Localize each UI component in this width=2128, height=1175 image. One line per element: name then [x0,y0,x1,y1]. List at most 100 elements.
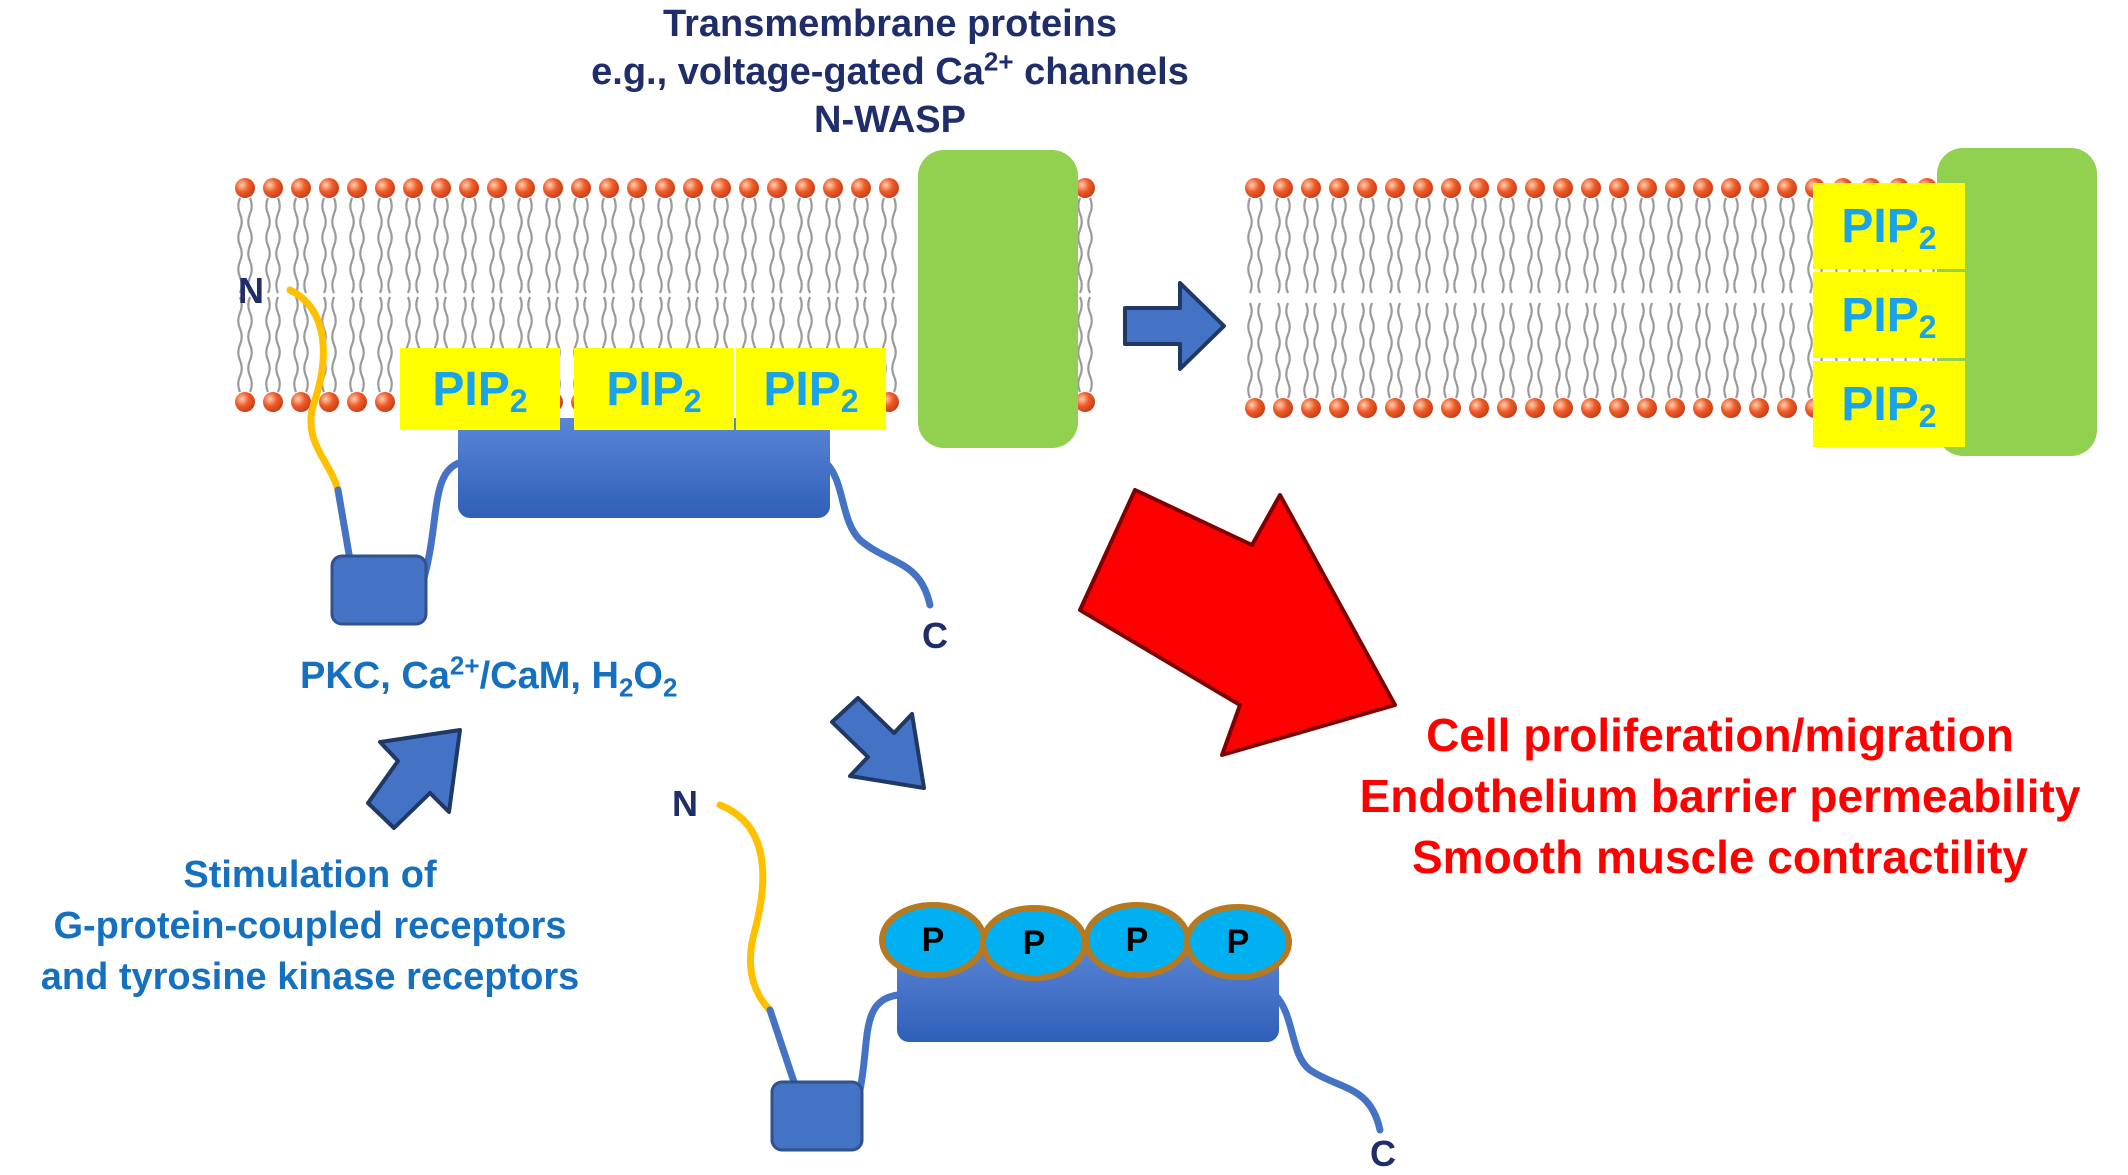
lipid-head [1497,398,1517,418]
lipid-head [235,392,255,412]
lipid-tail [377,296,383,393]
lipid-tail [1789,197,1795,294]
lipid-head [879,178,899,198]
lipid-head [767,178,787,198]
effect-line-3: Smooth muscle contractility [1411,831,2028,883]
lipid-tail [1387,302,1393,399]
lipid-tail [639,197,645,294]
lipid-head [1693,398,1713,418]
arrow-down-right [830,696,926,790]
lipid-head [1301,398,1321,418]
lipid-tail [1807,302,1813,399]
lipid-head [1693,178,1713,198]
lipid-tail [247,197,253,294]
lipid-tail [1499,302,1505,399]
lipid-head [1749,398,1769,418]
lipid-tail [1807,197,1813,294]
lipid-tail [1303,197,1309,294]
lipid-tail [1313,302,1319,399]
lipid-head [1581,178,1601,198]
lipid-head [1329,178,1349,198]
lipid-tail [1565,197,1571,294]
lipid-tail [387,296,393,393]
lipid-tail [1583,197,1589,294]
lipid-tail [891,296,897,393]
lipid-tail [1369,197,1375,294]
lipid-head [375,178,395,198]
lipid-tail [1723,197,1729,294]
lipid-head [1749,178,1769,198]
lipid-tail [359,296,365,393]
lipid-tail [1247,197,1253,294]
lipid-tail [359,197,365,294]
lipid-tail [1397,302,1403,399]
c-terminal-tail-top [821,458,934,609]
title-line-2: e.g., voltage-gated Ca2+ channels [591,46,1189,93]
lipid-head [319,392,339,412]
lipid-tail [237,296,243,393]
lipid-tail [1761,302,1767,399]
lipid-tail [1303,302,1309,399]
lipid-tail [657,197,663,294]
stimulation-line-3: and tyrosine kinase receptors [40,956,580,998]
lipid-tail [1443,197,1449,294]
lipid-tail [1611,302,1617,399]
lipid-tail [1723,302,1729,399]
lipid-tail [1751,302,1757,399]
linker-top-mid [420,458,466,582]
lipid-tail [1705,197,1711,294]
lipid-head [1497,178,1517,198]
lipid-head [263,392,283,412]
lipid-tail [1509,197,1515,294]
lipid-tail [611,197,617,294]
lipid-tail [1341,197,1347,294]
lipid-head [599,178,619,198]
lipid-tail [1695,197,1701,294]
stimuli-label: PKC, Ca2+/CaM, H2O2 [300,650,678,703]
lipid-tail [1425,197,1431,294]
lipid-tail [331,197,337,294]
lipid-head [1245,398,1265,418]
lipid-head [1273,398,1293,418]
lipid-tail [629,197,635,294]
lipid-tail [1387,197,1393,294]
lipid-head [1665,178,1685,198]
lipid-tail [1583,302,1589,399]
lipid-tail [1359,197,1365,294]
lipid-head [1581,398,1601,418]
lipid-tail [415,197,421,294]
phospho-label: P [921,920,945,959]
lipid-tail [1667,197,1673,294]
lipid-tail [1555,197,1561,294]
lipid-head [1609,178,1629,198]
lipid-tail [723,197,729,294]
lipid-tail [1677,302,1683,399]
lipid-tail [265,197,271,294]
lipid-tail [1779,302,1785,399]
lipid-tail [405,197,411,294]
lipid-tail [1247,302,1253,399]
lipid-head [543,178,563,198]
lipid-tail [433,197,439,294]
lipid-tail [517,197,523,294]
lipid-tail [303,296,309,393]
lipid-tail [1789,302,1795,399]
lipid-tail [461,197,467,294]
lipid-tail [1087,197,1093,294]
title-line-3: N-WASP [814,99,966,141]
lipid-tail [275,197,281,294]
lipid-tail [779,197,785,294]
lipid-tail [1087,296,1093,393]
lipid-head [1721,178,1741,198]
lipid-tail [1611,197,1617,294]
lipid-tail [1331,302,1337,399]
lipid-tail [387,197,393,294]
lipid-tail [1471,302,1477,399]
lipid-tail [1649,197,1655,294]
lipid-head [1385,398,1405,418]
lipid-head [1721,398,1741,418]
lipid-tail [1341,302,1347,399]
lipid-tail [1415,302,1421,399]
lipid-head [403,178,423,198]
